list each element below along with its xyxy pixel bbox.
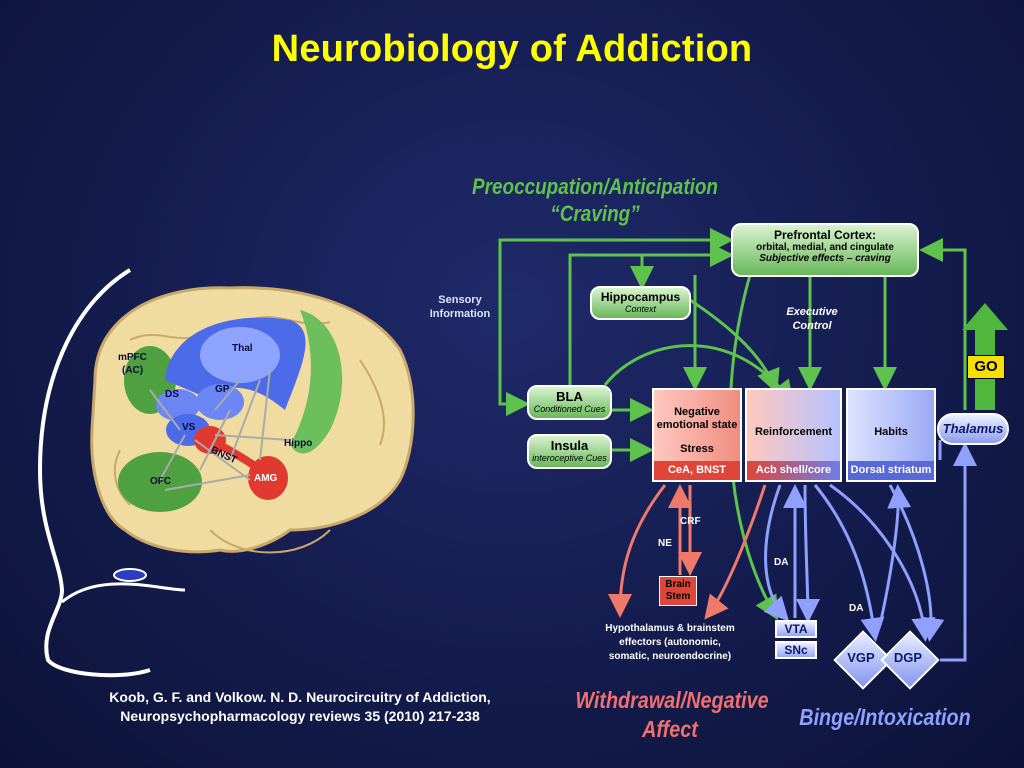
vta-node: VTA (775, 620, 817, 638)
prefrontal-italic: Subjective effects – craving (759, 253, 891, 264)
ds-label: DS (165, 389, 179, 400)
eye-shape (113, 568, 147, 582)
snc-node: SNc (775, 641, 817, 659)
gp-label: GP (215, 384, 230, 395)
thal-region (200, 327, 280, 383)
hippocampus-node: Hippocampus Context (590, 286, 691, 320)
da-label-1: DA (774, 557, 789, 568)
sensory-information: Sensory Information (420, 293, 500, 321)
citation-line-1: Koob, G. F. and Volkow. N. D. Neurocircu… (109, 689, 491, 705)
citation: Koob, G. F. and Volkow. N. D. Neurocircu… (40, 688, 560, 726)
brain-illustration (37, 268, 415, 678)
habits-bar: Dorsal striatum (848, 461, 934, 480)
effectors-text: Hypothalamus & brainstem effectors (auto… (575, 622, 765, 664)
ne-label: NE (658, 538, 672, 549)
vs-label: VS (182, 422, 196, 433)
thalamus-label: Thalamus (942, 421, 1004, 436)
prefrontal-title: Prefrontal Cortex: (773, 228, 877, 242)
insula-title: Insula (550, 438, 589, 453)
brain-stem-node: Brain Stem (659, 576, 697, 606)
amg-label: AMG (254, 473, 278, 484)
neg-stress: Stress (680, 443, 714, 455)
thal-label: Thal (232, 343, 253, 354)
negative-emotional-state-box: Negative emotional state Stress CeA, BNS… (652, 388, 742, 482)
stage-withdrawal-line-2: Affect (642, 716, 698, 742)
hippocampus-title: Hippocampus (600, 290, 681, 304)
executive-control: Executive Control (776, 305, 848, 333)
neg-line-1: Negative (674, 406, 720, 418)
bla-sub: Conditioned Cues (533, 404, 606, 414)
insula-sub: interoceptive Cues (532, 453, 607, 463)
reinforcement-bar: Acb shell/core (747, 461, 840, 480)
brain-stem-line-1: Brain (665, 579, 691, 590)
brain-stem-line-2: Stem (665, 591, 691, 602)
crf-label: CRF (680, 516, 701, 527)
dgp-label: DGP (893, 650, 923, 665)
effectors-line-1: Hypothalamus & brainstem (605, 623, 735, 634)
insula-node: Insula interoceptive Cues (527, 434, 612, 469)
mpfc-label: mPFC (118, 352, 147, 363)
stage-preoccupation-line-1: Preoccupation/Anticipation (472, 174, 718, 199)
effectors-line-3: somatic, neuroendocrine) (608, 651, 732, 662)
ac-label: (AC) (122, 365, 144, 376)
vgp-label: VGP (847, 650, 875, 665)
reinforcement-box: Reinforcement Acb shell/core (745, 388, 842, 482)
thalamus-node: Thalamus (937, 413, 1009, 445)
bla-node: BLA Conditioned Cues (527, 385, 612, 420)
bnst-band (208, 436, 271, 479)
habits-label: Habits (874, 426, 908, 438)
neg-bar: CeA, BNST (654, 461, 740, 480)
prefrontal-sub: orbital, medial, and cingulate (756, 242, 894, 253)
stage-preoccupation-line-2: “Craving” (550, 201, 640, 226)
habits-box: Habits Dorsal striatum (846, 388, 936, 482)
stage-preoccupation: Preoccupation/Anticipation “Craving” (462, 173, 729, 227)
sensory-line-2: Information (429, 308, 491, 320)
page-title: Neurobiology of Addiction (271, 28, 753, 70)
hippo-label: Hippo (284, 438, 313, 449)
stage-binge: Binge/Intoxication (799, 704, 971, 730)
prefrontal-cortex-node: Prefrontal Cortex: orbital, medial, and … (731, 223, 919, 277)
stage-withdrawal: Withdrawal/Negative Affect (575, 686, 769, 744)
reinforcement-label: Reinforcement (754, 426, 833, 438)
ofc-label: OFC (150, 476, 172, 487)
executive-line-1: Executive (786, 306, 838, 318)
effectors-line-2: effectors (autonomic, (619, 637, 721, 648)
neg-line-2: emotional state (656, 419, 738, 431)
go-badge: GO (967, 355, 1005, 379)
nose-outline (61, 582, 186, 604)
bla-title: BLA (556, 389, 583, 404)
sensory-line-1: Sensory (438, 294, 482, 306)
citation-line-2: Neuropsychopharmacology reviews 35 (2010… (120, 708, 480, 724)
executive-line-2: Control (792, 320, 832, 332)
da-label-2: DA (849, 603, 864, 614)
ofc-region (118, 452, 202, 512)
gp-region (196, 384, 244, 420)
stage-withdrawal-line-1: Withdrawal/Negative (575, 687, 769, 713)
hippocampus-sub: Context (624, 304, 657, 314)
head-outline (37, 268, 151, 678)
hippo-region (290, 310, 343, 454)
